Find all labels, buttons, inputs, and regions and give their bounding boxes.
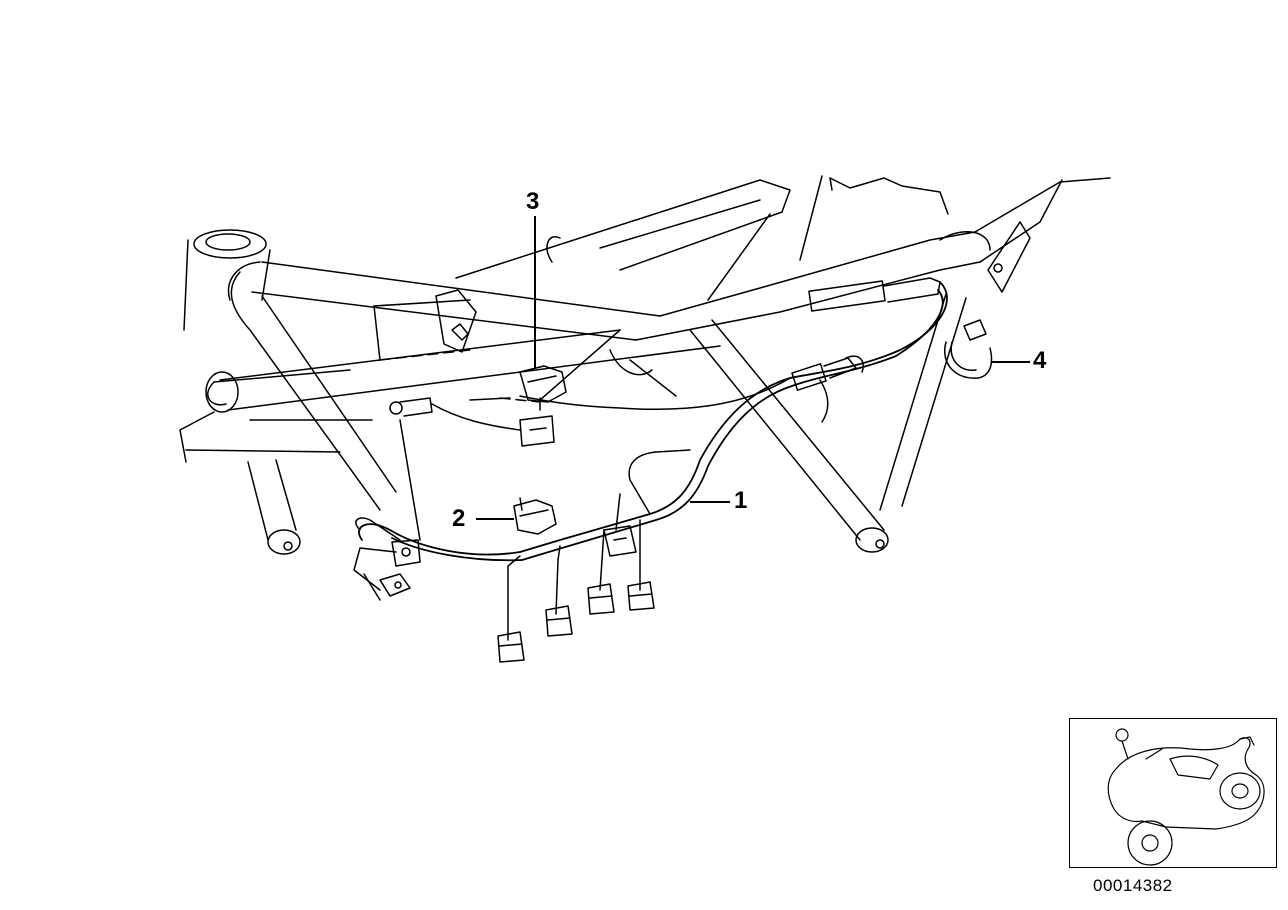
motorcycle-locator-inset bbox=[1069, 718, 1277, 868]
clamp-part-4 bbox=[945, 320, 992, 378]
sensor-pigtail bbox=[354, 518, 420, 600]
engine-cradle bbox=[400, 330, 676, 540]
upper-sensor-branch bbox=[390, 378, 790, 446]
document-number: 00014382 bbox=[1093, 876, 1173, 895]
lower-front-tube bbox=[180, 272, 720, 510]
engine-mount-legs bbox=[186, 420, 372, 554]
callout-4: 4 bbox=[1033, 347, 1047, 374]
callout-3: 3 bbox=[526, 188, 540, 215]
clip-part-2 bbox=[514, 498, 556, 534]
callout-3-leader bbox=[534, 216, 536, 368]
callout-1: 1 bbox=[734, 487, 748, 514]
callout-2-leader bbox=[476, 518, 514, 520]
drop-connectors bbox=[498, 526, 654, 662]
top-rail bbox=[456, 180, 980, 340]
callout-1-leader bbox=[690, 501, 730, 503]
cross-member bbox=[374, 290, 540, 402]
frame-details bbox=[610, 350, 828, 422]
steering-head-tube bbox=[184, 230, 270, 330]
callout-2: 2 bbox=[452, 505, 466, 532]
clip-part-3 bbox=[520, 366, 566, 410]
diagonal-downtube bbox=[690, 294, 966, 552]
rear-subframe bbox=[708, 176, 1110, 300]
upper-main-tube bbox=[228, 262, 660, 340]
motorcycle-silhouette-icon bbox=[1070, 719, 1276, 867]
harness-branches bbox=[508, 450, 690, 640]
wiring-harness bbox=[359, 282, 947, 560]
callout-4-leader bbox=[992, 361, 1030, 363]
harness-connectors bbox=[792, 278, 940, 390]
